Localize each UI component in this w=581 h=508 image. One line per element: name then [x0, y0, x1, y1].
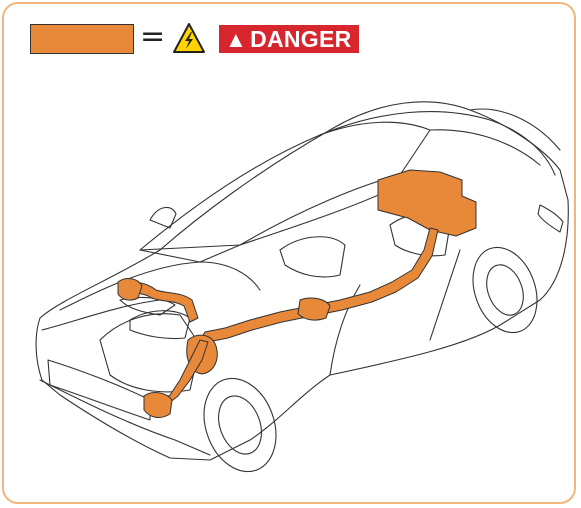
front-wheel-hub: [211, 390, 269, 460]
hood-line: [60, 262, 260, 310]
hv-battery-pack: [378, 170, 476, 236]
high-voltage-components: [118, 170, 476, 417]
hv-compressor: [118, 279, 142, 301]
taillight: [538, 205, 563, 232]
door-line-rear: [430, 250, 460, 340]
grille: [48, 360, 150, 420]
hv-inverter: [144, 393, 172, 418]
front-wheel: [192, 368, 289, 481]
side-window-line: [240, 185, 400, 245]
roof-line: [320, 112, 555, 175]
car-body-outline: [36, 102, 568, 460]
hv-junction-box: [298, 298, 330, 320]
rear-wheel: [462, 238, 548, 341]
front-seat: [280, 237, 345, 277]
rear-window: [430, 130, 540, 165]
